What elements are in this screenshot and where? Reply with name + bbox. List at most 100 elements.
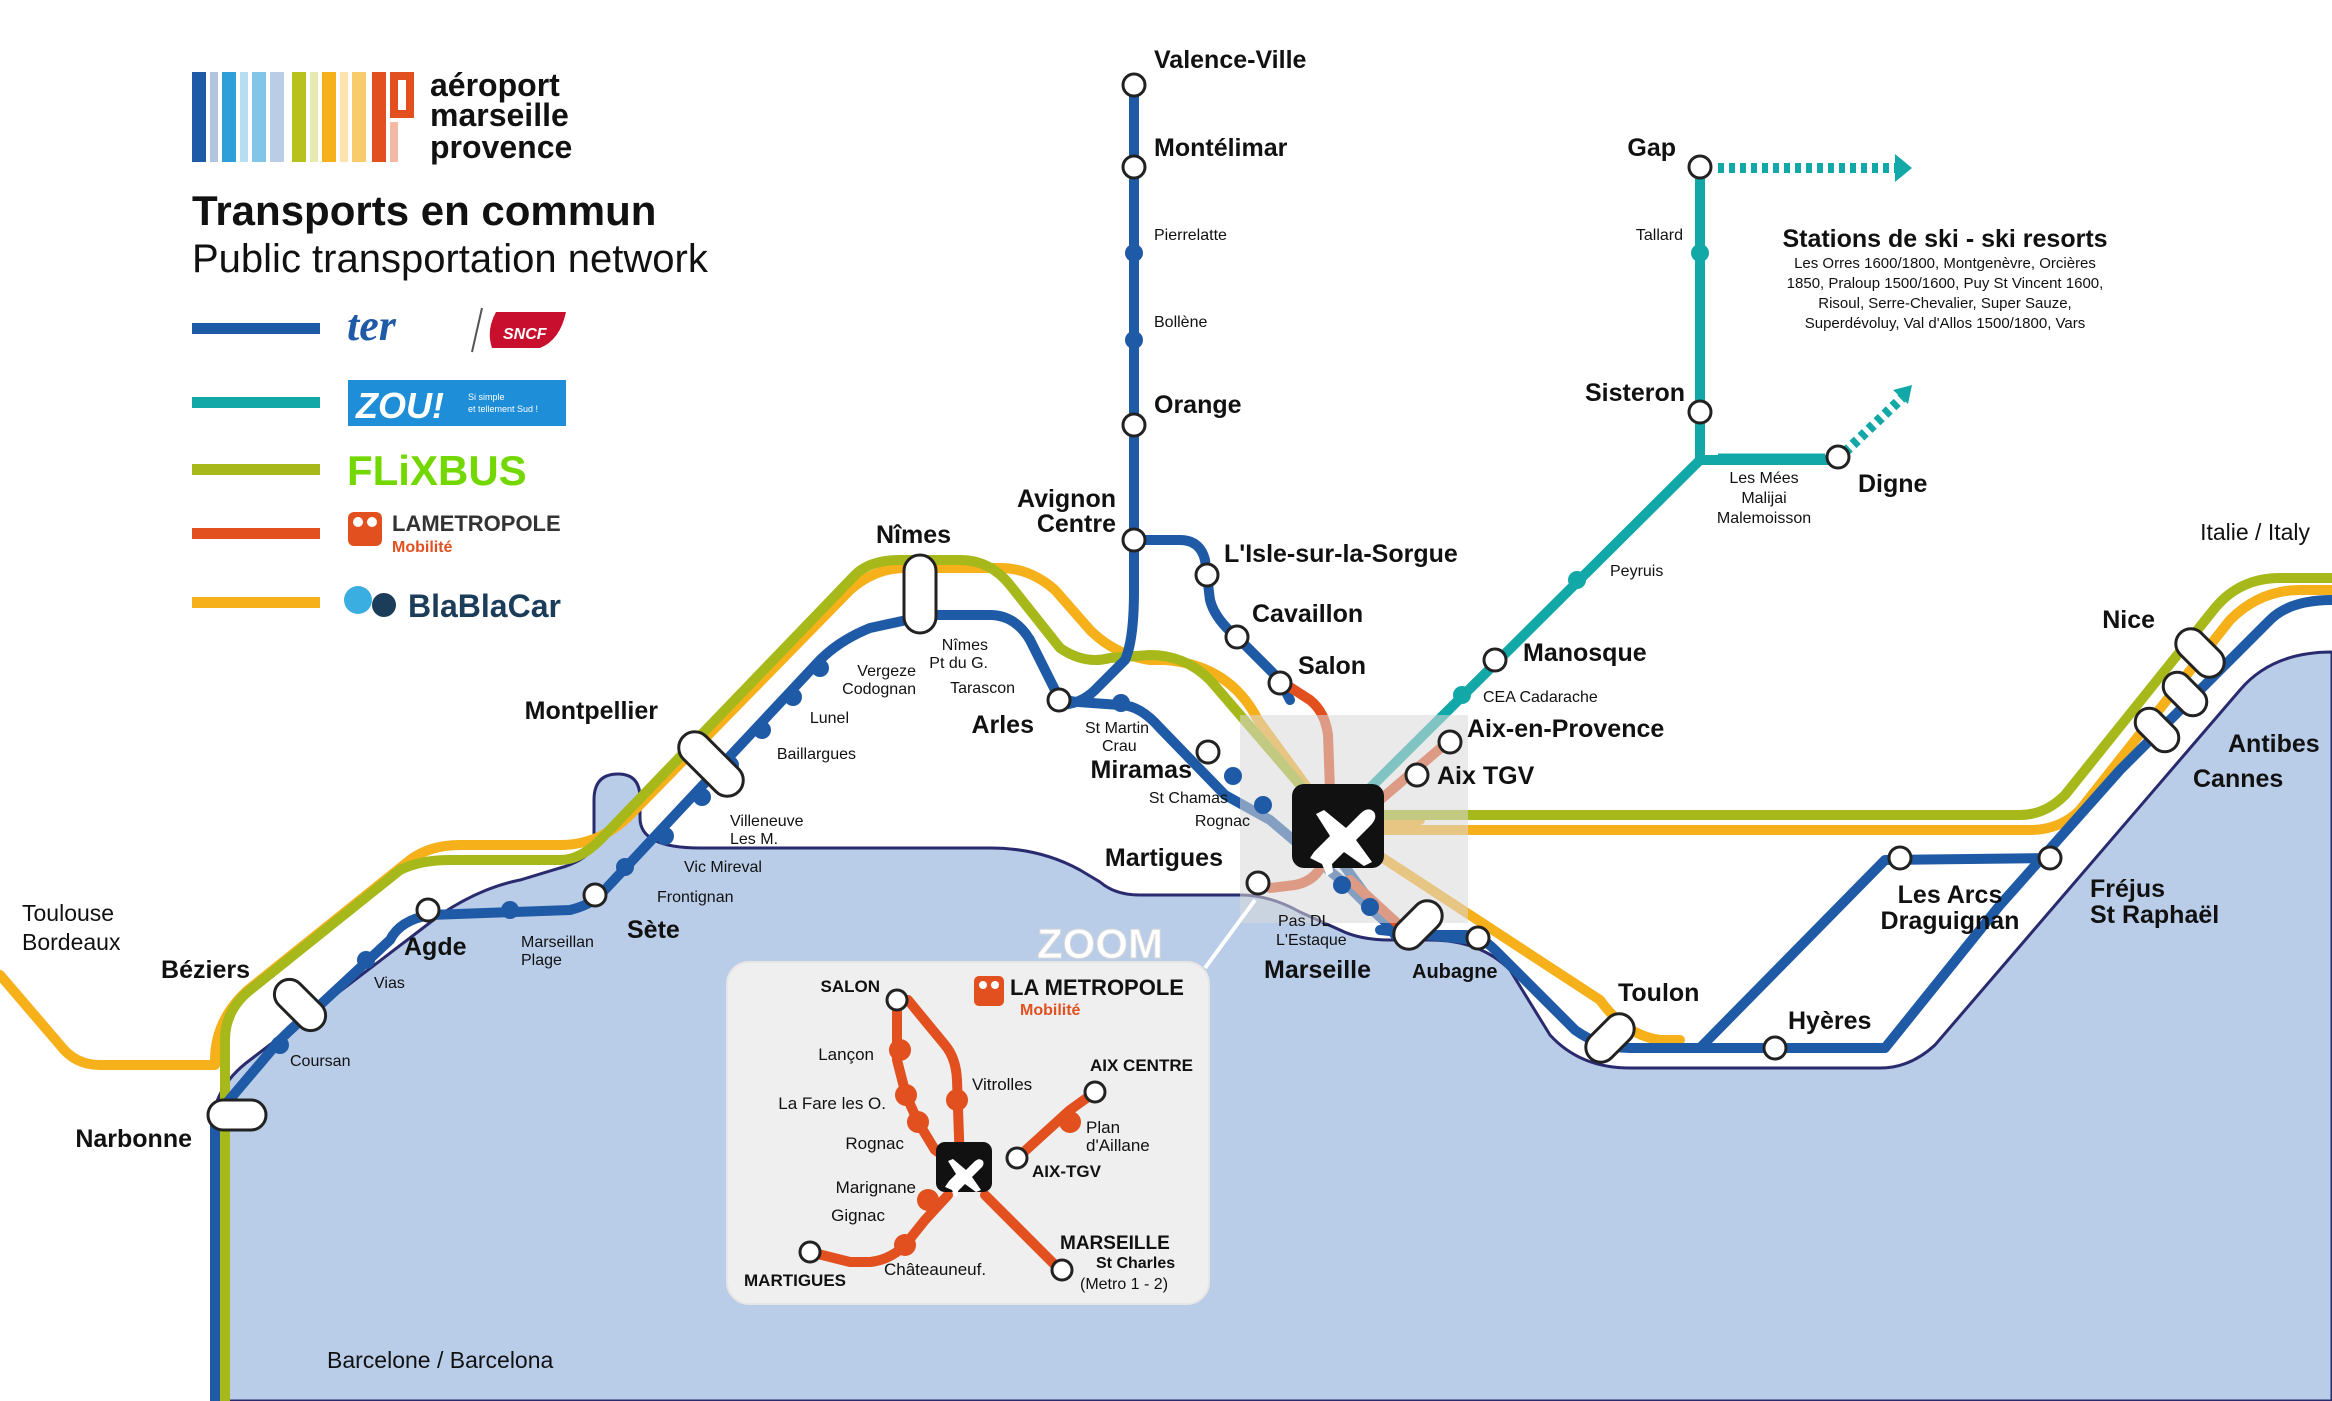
station-pas-dl-2: L'Estaque: [1276, 932, 1347, 949]
zou-logo: [348, 380, 566, 426]
zoom-plan-1: Plan: [1086, 1118, 1120, 1137]
dest-toulouse-2: Bordeaux: [22, 929, 121, 955]
brand-logo-bars: [192, 72, 414, 162]
flixbus-logo: FLiXBUS: [347, 447, 527, 494]
dest-toulouse-1: Toulouse: [22, 900, 114, 926]
station-les-arcs-1: Les Arcs: [1898, 881, 2003, 909]
station-orange: Orange: [1154, 391, 1242, 419]
blablacar-logo: BlaBlaCar: [344, 586, 561, 624]
station-digne: Digne: [1858, 470, 1928, 498]
zoom-pointer: [1203, 898, 1257, 970]
station-sisteron: Sisteron: [1585, 379, 1685, 407]
metropole-logo: LAMETROPOLE Mobilité: [348, 511, 561, 556]
station-st-martin-1: St Martin: [1085, 720, 1149, 737]
station-vic: Vic Mireval: [684, 859, 762, 876]
zou-extension-digne: [1841, 394, 1906, 456]
dest-barcelone: Barcelone / Barcelona: [327, 1347, 554, 1373]
station-vergeze-1: Vergeze: [857, 663, 916, 680]
station-pas-dl-1: Pas DL: [1278, 913, 1331, 930]
station-nimes: Nîmes: [876, 521, 951, 549]
zoom-airplane-icon: [945, 1159, 984, 1197]
svg-text:Si simple: Si simple: [468, 392, 505, 402]
page-title: Transports en commun: [192, 187, 656, 234]
station-frejus-1: Fréjus: [2090, 875, 2165, 903]
brand-name-1: aéroport: [430, 67, 560, 103]
dest-italie: Italie / Italy: [2200, 519, 2310, 545]
page-subtitle: Public transportation network: [192, 237, 709, 281]
zoom-metro: (Metro 1 - 2): [1080, 1276, 1168, 1293]
brand-name-3: provence: [430, 129, 572, 165]
zoom-martigues: MARTIGUES: [744, 1271, 846, 1290]
brand-name-2: marseille: [430, 97, 569, 133]
station-pierrelatte: Pierrelatte: [1154, 227, 1227, 244]
ski-line-3: Risoul, Serre-Chevalier, Super Sauze,: [1818, 295, 2071, 312]
zoom-marseille: MARSEILLE: [1060, 1233, 1170, 1254]
zoom-metropole-logo: [974, 976, 1004, 1006]
station-marseillan-2: Plage: [521, 952, 562, 969]
station-beziers: Béziers: [161, 956, 250, 984]
station-tallard: Tallard: [1636, 227, 1683, 244]
station-gap: Gap: [1627, 134, 1676, 162]
svg-text:SNCF: SNCF: [503, 326, 548, 343]
station-vias: Vias: [374, 975, 405, 992]
station-nimes-pt-2: Pt du G.: [929, 655, 988, 672]
line-zou: [1363, 165, 1835, 795]
station-sete: Sète: [627, 916, 680, 944]
station-rognac: Rognac: [1195, 813, 1250, 830]
station-miramas: Miramas: [1091, 756, 1192, 784]
station-lisle: L'Isle-sur-la-Sorgue: [1224, 540, 1458, 568]
station-avignon-2: Centre: [1037, 510, 1116, 538]
line-flixbus: [220, 555, 2332, 1401]
ski-title: Stations de ski - ski resorts: [1782, 225, 2107, 253]
station-st-martin-2: Crau: [1102, 738, 1137, 755]
station-arles: Arles: [971, 711, 1034, 739]
legend-logos: ter SNCF ZOU! Si simple et tellement Sud…: [344, 301, 566, 624]
zou-dots: [1453, 244, 1709, 704]
zoom-plan-2: d'Aillane: [1086, 1136, 1150, 1155]
station-avignon-1: Avignon: [1017, 485, 1116, 513]
sncf-logo: [489, 312, 566, 348]
station-circles: [415, 72, 2063, 1061]
zoom-lancon: Lançon: [818, 1045, 874, 1064]
arrow-digne-icon: [1893, 385, 1912, 404]
station-vergeze-2: Codognan: [842, 681, 916, 698]
zoom-brand: LA METROPOLE: [1010, 975, 1184, 1000]
arrow-gap-icon: [1895, 154, 1912, 182]
zoom-chateauneuf: Châteauneuf.: [884, 1260, 986, 1279]
station-peyruis: Peyruis: [1610, 563, 1663, 580]
zoom-lafare: La Fare les O.: [778, 1094, 886, 1113]
ski-line-2: 1850, Praloup 1500/1600, Puy St Vincent …: [1787, 275, 2104, 292]
station-antibes: Antibes: [2228, 730, 2320, 758]
station-aix-tgv: Aix TGV: [1437, 762, 1535, 790]
station-montpellier: Montpellier: [525, 697, 659, 725]
zoom-rognac: Rognac: [845, 1134, 904, 1153]
zoom-gignac: Gignac: [831, 1206, 885, 1225]
station-agde: Agde: [404, 933, 467, 961]
svg-text:LAMETROPOLE: LAMETROPOLE: [392, 511, 561, 536]
legend-bars: [192, 323, 320, 608]
svg-text:BlaBlaCar: BlaBlaCar: [408, 588, 561, 624]
station-villeneuve-1: Villeneuve: [730, 813, 804, 830]
station-toulon: Toulon: [1618, 979, 1699, 1007]
svg-text:ZOU!: ZOU!: [355, 385, 444, 426]
labels: aéroport marseille provence Transports e…: [22, 46, 2320, 1373]
ter-logo: ter: [347, 301, 397, 350]
station-salon: Salon: [1298, 652, 1366, 680]
station-les-mees-1: Les Mées: [1729, 470, 1798, 487]
station-marseillan-1: Marseillan: [521, 934, 594, 951]
station-valence: Valence-Ville: [1154, 46, 1307, 74]
station-les-mees-2: Malijai: [1741, 490, 1786, 507]
station-cavaillon: Cavaillon: [1252, 600, 1363, 628]
station-nimes-pt-1: Nîmes: [942, 637, 988, 654]
station-st-chamas: St Chamas: [1149, 790, 1228, 807]
station-narbonne: Narbonne: [75, 1125, 192, 1153]
station-cea: CEA Cadarache: [1483, 689, 1598, 706]
zoom-marignane: Marignane: [836, 1178, 916, 1197]
station-les-arcs-2: Draguignan: [1881, 907, 2020, 935]
station-les-mees-3: Malemoisson: [1717, 510, 1811, 527]
interchange-pills: [206, 553, 2226, 1132]
station-montelimar: Montélimar: [1154, 134, 1288, 162]
station-tarascon: Tarascon: [950, 680, 1015, 697]
ski-line-1: Les Orres 1600/1800, Montgenèvre, Orcièr…: [1794, 255, 2096, 272]
